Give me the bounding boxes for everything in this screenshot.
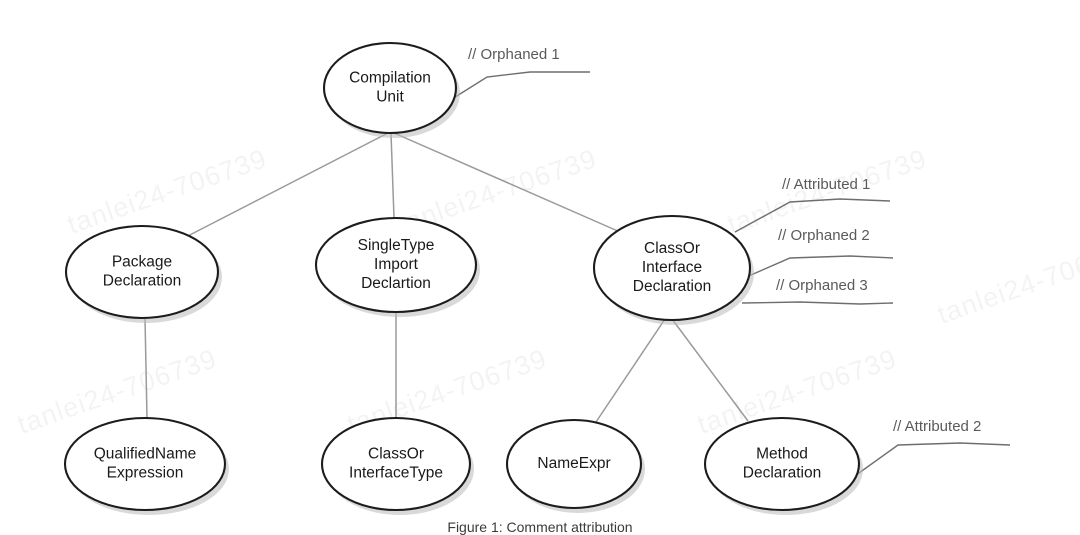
node-label-line: InterfaceType (349, 465, 443, 482)
node-label-line: Package (112, 254, 172, 271)
node-outline (63, 416, 227, 512)
annotation-label-attributed-2: // Attributed 2 (893, 418, 981, 435)
annotation-label-orphaned-2: // Orphaned 2 (778, 227, 870, 244)
edge-compilation-unit-to-classor-interface-declaration (393, 132, 621, 233)
node-label-line: Declartion (361, 275, 431, 292)
node-label-line: ClassOr (368, 446, 424, 463)
annotation-layer: // Orphaned 1 // Attributed 1 // Orphaned … (451, 46, 1011, 479)
node-label-line: Compilation (349, 70, 431, 87)
node-label-line: QualifiedName (94, 446, 197, 463)
annotation-line-attributed-1 (734, 198, 891, 233)
watermark-0: tanlei24-706739 (64, 143, 271, 239)
node-outline (592, 214, 752, 322)
node-outline (64, 224, 220, 320)
node-label-line: Declaration (633, 278, 711, 295)
node-label-line: ClassOr (644, 240, 700, 257)
node-label-line: Unit (376, 89, 404, 106)
node-label-line: NameExpr (537, 455, 610, 472)
edge-compilation-unit-to-package-declaration (179, 132, 389, 241)
edge-classor-interface-declaration-to-method-declaration (671, 318, 749, 422)
node-label-line: Interface (642, 259, 702, 276)
node-nameexpr[interactable]: NameExpr (505, 418, 645, 513)
annotation-line-orphaned-1 (451, 71, 590, 100)
figure-caption: Figure 1: Comment attribution (447, 519, 632, 535)
node-label-line: Declaration (103, 273, 181, 290)
node-outline (320, 416, 472, 512)
annotation-label-orphaned-3: // Orphaned 3 (776, 277, 868, 294)
node-outline (314, 216, 478, 314)
edge-compilation-unit-to-singletype-import-declartion (390, 132, 395, 219)
node-label-line: SingleType (358, 237, 435, 254)
annotation-label-attributed-1: // Attributed 1 (782, 176, 870, 193)
node-outline (322, 41, 458, 135)
edge-layer (144, 132, 749, 423)
annotation-label-orphaned-1: // Orphaned 1 (468, 46, 560, 63)
annotation-line-attributed-2 (851, 442, 1011, 479)
annotation-line-orphaned-3 (741, 301, 894, 305)
edge-package-declaration-to-qualifiedname-expression (144, 317, 148, 419)
annotation-line-orphaned-2 (743, 255, 894, 279)
node-label-line: Expression (107, 465, 184, 482)
node-outline (703, 416, 861, 512)
watermark-6: tanlei24-706739 (934, 233, 1080, 329)
node-outline (505, 418, 643, 510)
node-label-line: Declaration (743, 465, 821, 482)
node-label-line: Method (756, 446, 808, 463)
node-label-line: Import (374, 256, 419, 273)
edge-classor-interface-declaration-to-nameexpr (595, 318, 666, 423)
caption-label: Figure 1: Comment attribution (447, 519, 632, 535)
